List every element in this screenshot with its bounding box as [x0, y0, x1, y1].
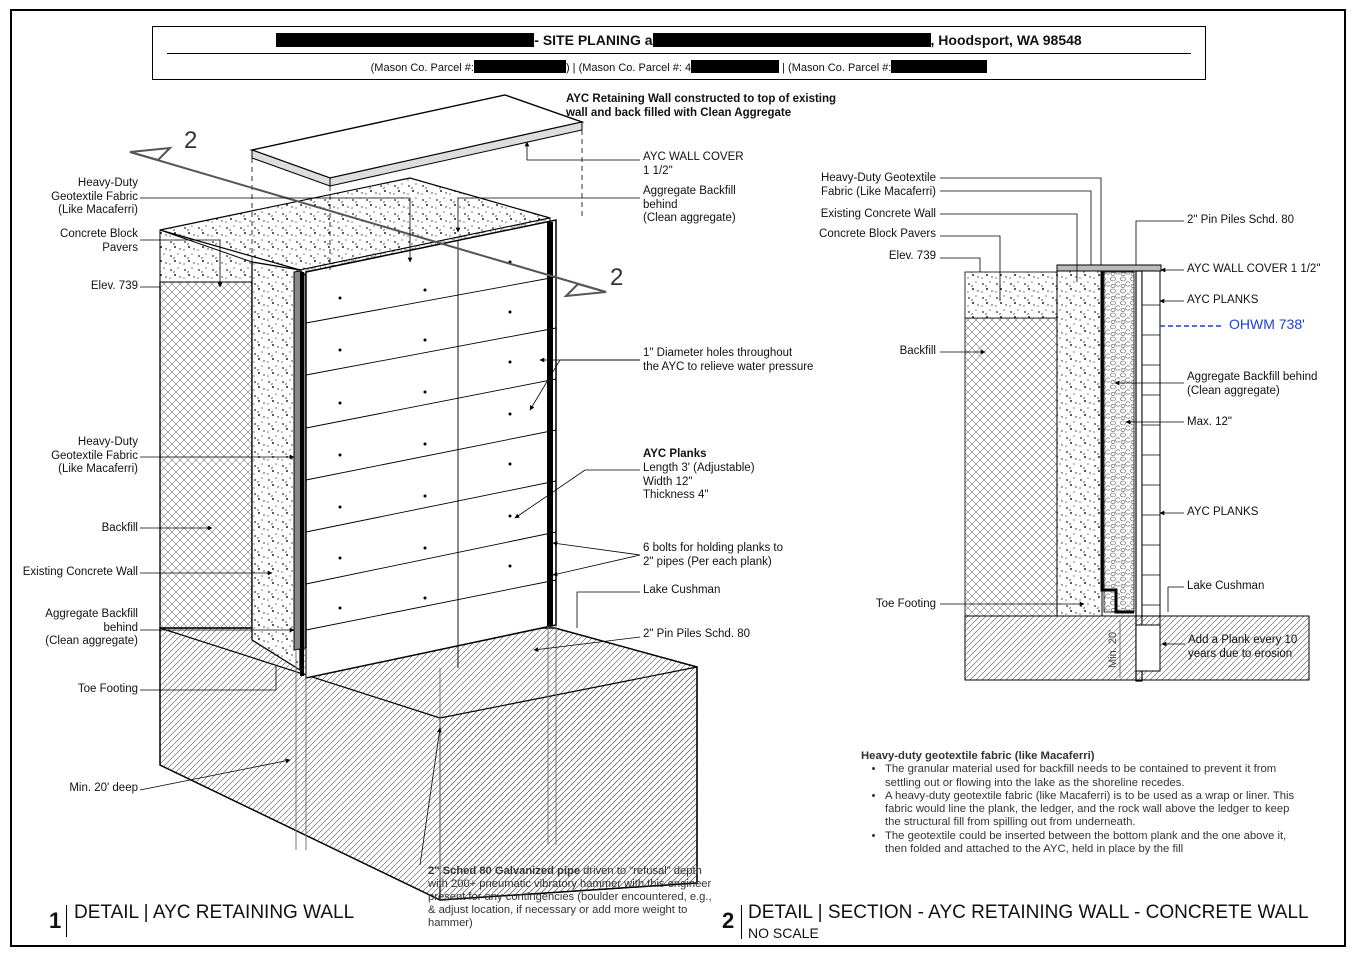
redaction-bar — [691, 60, 780, 73]
add-plank-label: Add a Plank every 10 years due to erosio… — [1188, 634, 1298, 660]
title-line-1: - SITE PLANING a, Hoodsport, WA 98548 — [153, 32, 1205, 48]
drain-holes — [338, 260, 512, 610]
sec-planks-bottom-label: AYC PLANKS — [1187, 506, 1259, 518]
sec-aggregate-label: Aggregate Backfill behind (Clean aggrega… — [1187, 371, 1318, 397]
existing-concrete-wall — [251, 261, 301, 672]
section-cut-line — [129, 146, 607, 298]
redaction-bar — [652, 33, 931, 47]
sec-max-label: Max. 12" — [1187, 416, 1232, 428]
ohwm-label: OHWM 738' — [1229, 316, 1305, 332]
notes-item: The geotextile could be inserted between… — [885, 830, 1301, 857]
plank-joints — [305, 240, 557, 668]
section-geotextile — [1100, 268, 1134, 614]
sec-elev-label: Elev. 739 — [888, 250, 936, 262]
section-view — [964, 264, 1310, 682]
notes-list: The granular material used for backfill … — [861, 763, 1301, 856]
title-divider — [167, 53, 1191, 54]
detail-1-title: DETAIL | AYC RETAINING WALL — [74, 902, 355, 923]
holes-label: 1" Diameter holes throughout the AYC to … — [643, 347, 814, 373]
section-wall-cover — [1056, 264, 1162, 272]
redaction-bar — [276, 33, 535, 47]
sec-wall-cover-label: AYC WALL COVER 1 1/2" — [1187, 263, 1321, 275]
no-scale-label: NO SCALE — [748, 925, 819, 941]
detail-2-title: DETAIL | SECTION - AYC RETAINING WALL - … — [748, 902, 1309, 923]
pipe-note: 2" Sched 80 Galvanized pipe driven to "r… — [428, 865, 712, 929]
notes-item: A heavy-duty geotextile fabric (like Mac… — [885, 790, 1301, 830]
aggregate-low-label: Aggregate Backfill behind (Clean aggrega… — [45, 608, 138, 647]
sec-planks-top-label: AYC PLANKS — [1187, 294, 1259, 306]
sec-backfill-label: Backfill — [899, 345, 936, 357]
geotextile-mid-label: Heavy-Duty Geotextile Fabric (Like Macaf… — [51, 436, 138, 475]
title-line-2: (Mason Co. Parcel #:) | (Mason Co. Parce… — [153, 60, 1205, 74]
pin-pipes — [295, 626, 557, 880]
section-concrete-wall — [1056, 267, 1103, 617]
section-backfill — [964, 317, 1058, 617]
notes-item: The granular material used for backfill … — [885, 763, 1301, 790]
section-aggregate — [1103, 271, 1135, 613]
planks-detail: Length 3' (Adjustable) Width 12" Thickne… — [643, 462, 755, 501]
leaders-detail1 — [139, 141, 641, 866]
redaction-bar — [891, 60, 988, 73]
aggregate-backfill-label: Aggregate Backfill behind (Clean aggrega… — [643, 185, 736, 224]
backfill-label: Backfill — [101, 522, 138, 534]
isometric-retaining-wall — [129, 94, 698, 901]
detail-1-number: 1 — [49, 908, 62, 933]
detail-2-number: 2 — [722, 908, 735, 933]
min-depth-label: Min. 20' deep — [69, 782, 138, 794]
notes-heading: Heavy-duty geotextile fabric (like Macaf… — [861, 750, 1095, 762]
elev-label: Elev. 739 — [90, 280, 138, 292]
sec-block-pavers-label: Concrete Block Pavers — [819, 228, 936, 240]
title-block: - SITE PLANING a, Hoodsport, WA 98548 (M… — [152, 26, 1206, 80]
min-20-label: Min. 20' — [1107, 630, 1119, 668]
sec-toe-footing-label: Toe Footing — [875, 598, 936, 610]
pin-piles-label: 2" Pin Piles Schd. 80 — [643, 628, 751, 640]
toe-footing-label: Toe Footing — [77, 683, 138, 695]
drawing-sheet-border — [10, 9, 1346, 947]
planks-title: AYC Planks — [643, 448, 707, 460]
ayc-plank-face — [305, 219, 557, 679]
sec-pin-piles-label: 2" Pin Piles Schd. 80 — [1187, 214, 1295, 226]
sec-lake-label: Lake Cushman — [1187, 580, 1265, 592]
bolt-columns — [300, 222, 553, 676]
redaction-bar — [473, 60, 566, 73]
section-mark-left: 2 — [184, 127, 197, 154]
sec-geotextile-label: Heavy-Duty Geotextile Fabric (Like Macaf… — [820, 172, 936, 198]
geotextile-notes: Heavy-duty geotextile fabric (like Macaf… — [861, 750, 1301, 856]
section-planks — [1141, 270, 1161, 672]
sec-existing-wall-label: Existing Concrete Wall — [820, 208, 936, 220]
top-note: AYC Retaining Wall constructed to top of… — [566, 93, 837, 119]
existing-wall-label: Existing Concrete Wall — [22, 566, 138, 578]
leaders-detail2 — [940, 177, 1185, 647]
section-pavers — [964, 271, 1058, 319]
section-mark-right: 2 — [610, 264, 623, 291]
block-pavers-label: Concrete Block Pavers — [60, 228, 138, 254]
bolts-label: 6 bolts for holding planks to 2" pipes (… — [643, 542, 784, 568]
geotextile-top-label: Heavy-Duty Geotextile Fabric (Like Macaf… — [51, 177, 138, 216]
wall-cover-label: AYC WALL COVER 1 1/2" — [643, 151, 744, 177]
lake-label: Lake Cushman — [643, 584, 721, 596]
